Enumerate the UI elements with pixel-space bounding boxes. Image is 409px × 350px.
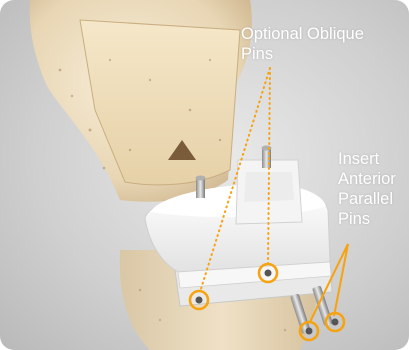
femur-bone: [30, 0, 252, 202]
parallel-pins-label: Insert Anterior Parallel Pins: [338, 149, 396, 229]
parallel-pins-label-line3: Parallel: [338, 189, 396, 209]
parallel-pins-label-line1: Insert: [338, 149, 396, 169]
parallel-pins-label-line4: Pins: [338, 209, 396, 229]
parallel-pins-label-line2: Anterior: [338, 169, 396, 189]
oblique-pins-label: Optional Oblique Pins: [241, 24, 364, 64]
oblique-pins-label-line2: Pins: [241, 44, 364, 64]
top-pin-left: [196, 176, 206, 199]
oblique-pins-label-line1: Optional Oblique: [241, 24, 364, 44]
